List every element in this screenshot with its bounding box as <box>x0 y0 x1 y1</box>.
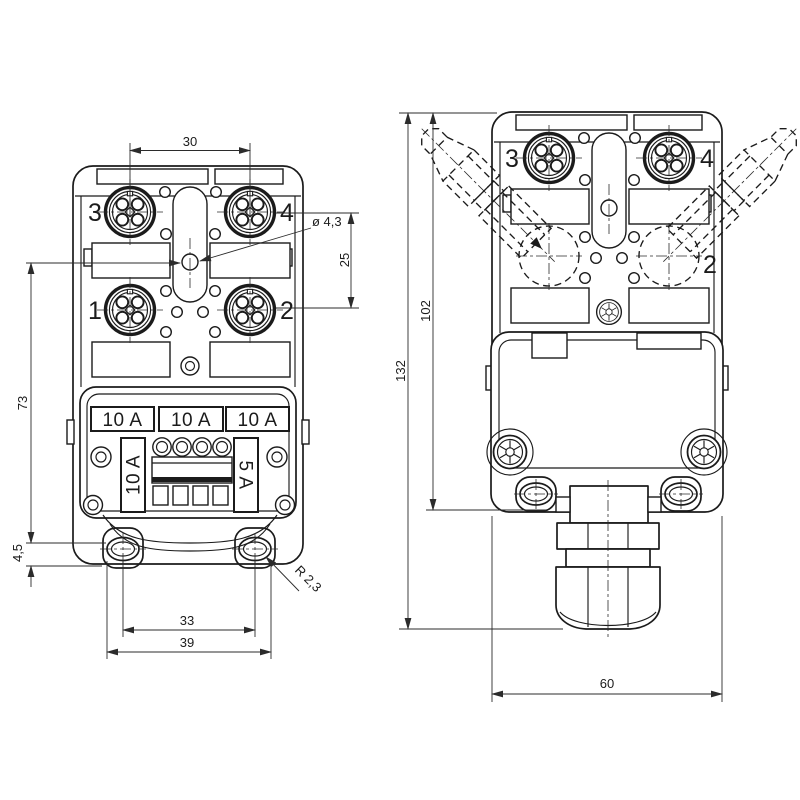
fuse-slot-left <box>120 437 146 513</box>
gland-nut <box>555 566 661 630</box>
fuse-right-label: 5 A <box>235 461 256 490</box>
dim-30: 30 <box>183 134 197 149</box>
lv-label-strip-mid-right <box>209 242 291 279</box>
dim-r2-3: R 2,3 <box>292 562 325 595</box>
dim-4-5: 4,5 <box>10 544 25 562</box>
lv-top-strip-right <box>214 168 284 185</box>
dim-73: 73 <box>15 396 30 410</box>
fuse-slot-2 <box>158 406 224 432</box>
rv-center-screw <box>595 298 623 326</box>
lv-label-strip-low-right <box>209 341 291 378</box>
lv-label-strip-low-left <box>91 341 171 378</box>
plug-left <box>405 112 571 278</box>
rv-cable-gland <box>555 480 662 640</box>
rv-sockets: 3 4 2 <box>505 123 717 290</box>
lv-label-strip-mid-left <box>91 242 171 279</box>
lv-fuse-panel: 10 A 10 A 10 A 10 A 5 A <box>79 386 297 552</box>
fuse-slot-1 <box>90 406 155 432</box>
dim-60: 60 <box>600 676 614 691</box>
fuse-slot-right <box>233 437 259 513</box>
dim-132: 132 <box>393 360 408 382</box>
rv-socket-4-label: 4 <box>700 145 714 173</box>
socket-2-label: 2 <box>280 297 294 325</box>
dim-25: 25 <box>337 253 352 267</box>
rv-cover <box>486 331 728 513</box>
lv-center-screw <box>180 356 200 376</box>
fuse-1-label: 10 A <box>102 410 142 431</box>
rv-socket-3-label: 3 <box>505 145 519 173</box>
fuse-2-label: 10 A <box>171 410 211 431</box>
rv-plugs <box>405 112 800 287</box>
dim-102: 102 <box>418 300 433 322</box>
dim-hole-dia: ø 4,3 <box>312 214 342 229</box>
rv-dimensions: 132 102 60 <box>393 112 723 702</box>
lv-top-strip-left <box>96 168 209 185</box>
gland-base <box>569 485 649 524</box>
left-view: 3 4 1 2 10 A 10 A 10 A 10 A 5 A <box>10 134 359 659</box>
dim-33: 33 <box>180 613 194 628</box>
socket-1-label: 1 <box>88 297 102 325</box>
rv-cover-screw-right <box>686 434 722 470</box>
rv-socket-2-label: 2 <box>703 251 717 279</box>
fuse-slot-3 <box>225 406 290 432</box>
fuse-3-label: 10 A <box>237 410 277 431</box>
fuse-left-label: 10 A <box>124 455 145 495</box>
dim-39: 39 <box>180 635 194 650</box>
socket-3-label: 3 <box>88 199 102 227</box>
plug-insert-arrow <box>530 237 542 249</box>
rv-cover-screw-left <box>492 434 528 470</box>
right-view: 3 4 2 <box>393 111 800 702</box>
